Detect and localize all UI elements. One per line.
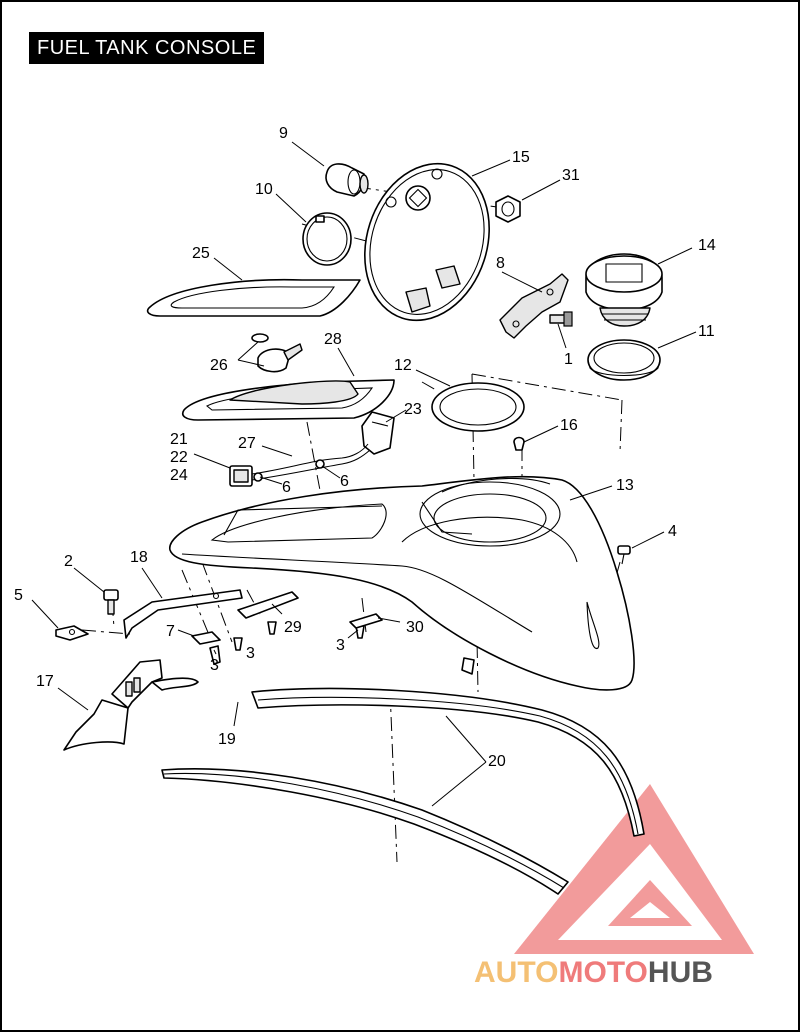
part-19-vent-hose: [198, 652, 475, 712]
part-12-gasket: [431, 382, 525, 432]
part-9-fuel-gauge: [325, 163, 369, 197]
part-25-trim-insert: [146, 278, 361, 317]
watermark-moto: MOTO: [558, 956, 647, 989]
callout-11: 11: [698, 323, 715, 340]
callout-24: 24: [170, 467, 188, 484]
callout-6a: 6: [282, 479, 291, 496]
svg-text:AUTOMOTOHUB: AUTOMOTOHUB: [474, 956, 713, 989]
callout-6b: 6: [340, 473, 349, 490]
part-23-connector: [361, 411, 395, 455]
callout-5: 5: [14, 587, 23, 604]
callout-1: 1: [564, 351, 573, 368]
part-29-bracket: [237, 591, 299, 619]
callout-12: 12: [394, 357, 412, 374]
callout-22: 22: [170, 449, 188, 466]
callout-23: 23: [404, 401, 422, 418]
callout-3b: 3: [246, 645, 255, 662]
callout-7: 7: [166, 623, 175, 640]
watermark-hub: HUB: [648, 956, 713, 989]
callout-8: 8: [496, 255, 505, 272]
callout-3a: 3: [210, 657, 219, 674]
part-31-hex-nut: [495, 195, 521, 223]
watermark-auto: AUTO: [474, 956, 558, 989]
callout-26: 26: [210, 357, 228, 374]
callout-13: 13: [616, 477, 634, 494]
part-13-console-body: [169, 475, 635, 691]
part-7-clip: [191, 631, 221, 645]
callout-20: 20: [488, 753, 506, 770]
callout-15: 15: [512, 149, 530, 166]
part-11-seal-ring: [587, 339, 661, 381]
callout-19: 19: [218, 731, 236, 748]
callout-27: 27: [238, 435, 256, 452]
callout-9: 9: [279, 125, 288, 142]
part-3-screws: [209, 621, 365, 665]
part-4-screw: [617, 545, 631, 565]
part-18-mounting-bracket: [123, 589, 243, 639]
part-16-screw: [513, 436, 525, 451]
leader-lines: [31, 141, 697, 807]
callout-18: 18: [130, 549, 148, 566]
callout-14: 14: [698, 237, 716, 254]
part-1-screw: [549, 311, 573, 327]
callout-28: 28: [324, 331, 342, 348]
part-10-gasket: [302, 212, 352, 266]
part-17-side-bracket: [63, 659, 199, 751]
callout-10: 10: [255, 181, 273, 198]
callout-3c: 3: [336, 637, 345, 654]
page-title: FUEL TANK CONSOLE: [29, 32, 265, 64]
part-15-gauge-plate: [364, 162, 490, 322]
callout-16: 16: [560, 417, 578, 434]
callout-25: 25: [192, 245, 210, 262]
part-14-fuel-cap: [585, 253, 663, 327]
part-30-bracket: [349, 613, 383, 629]
callout-2: 2: [64, 553, 73, 570]
callout-4: 4: [668, 523, 677, 540]
part-20-trim-strips: [161, 687, 645, 895]
part-2-bolt: [103, 589, 119, 615]
callout-30: 30: [406, 619, 424, 636]
callout-labels: 9 15 31 10 25 8 14 1 11 26 28 12 23 16 2…: [14, 125, 716, 770]
part-8-bracket: [499, 273, 569, 339]
callout-17: 17: [36, 673, 54, 690]
part-28-console-panel: [182, 379, 395, 421]
watermark-logo-icon: [514, 784, 754, 954]
watermark-text: AUTOMOTOHUB: [474, 956, 713, 989]
part-5-clip-nut: [55, 625, 89, 641]
callout-21: 21: [170, 431, 188, 448]
callout-29: 29: [284, 619, 302, 636]
callout-31: 31: [562, 167, 580, 184]
part-26-clip: [251, 333, 303, 373]
part-27-wiring-harness: [229, 443, 371, 487]
